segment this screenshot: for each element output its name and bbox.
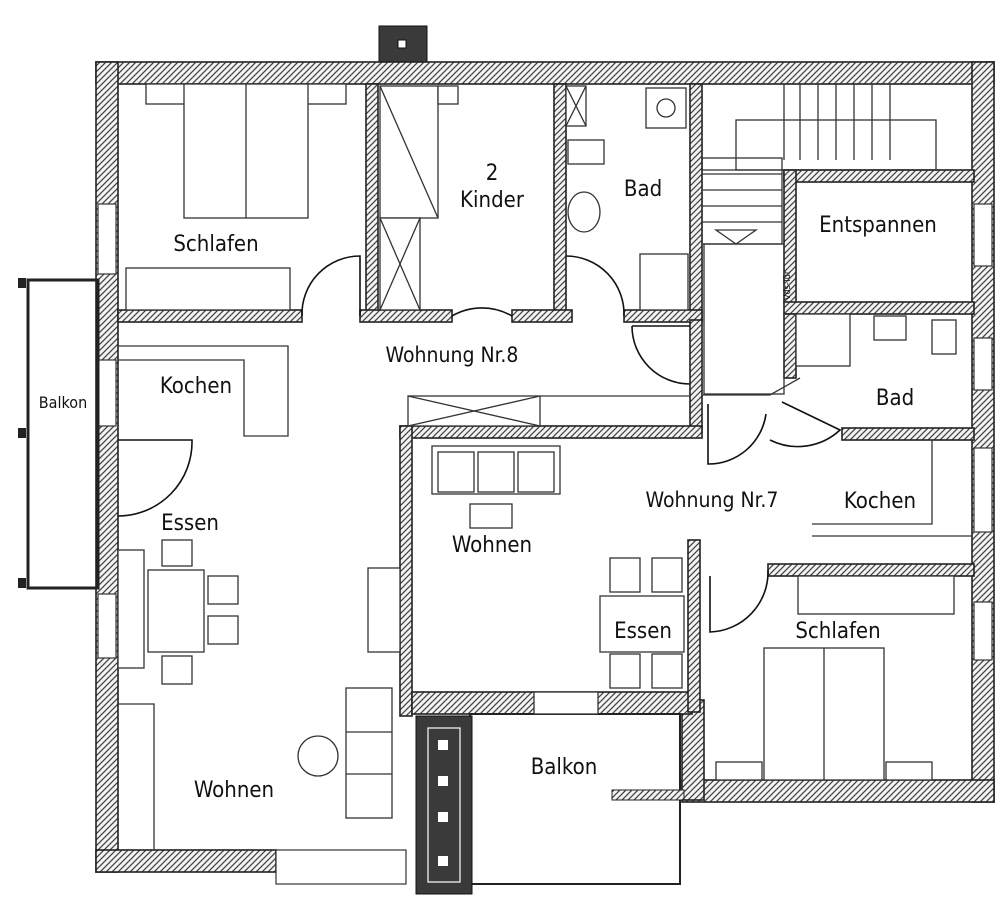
- label-kochen-7: Kochen: [844, 489, 916, 514]
- label-kinder-number: 2: [486, 161, 499, 186]
- furniture-schlafen-7: [715, 575, 955, 781]
- label-wohnen-7: Wohnen: [452, 533, 532, 558]
- windows: [97, 203, 993, 885]
- furniture-kochen-7: [812, 440, 972, 537]
- balkon-bottom: [415, 713, 685, 895]
- label-kochen-8: Kochen: [160, 374, 232, 399]
- furniture-schlafen-8: [125, 83, 347, 311]
- label-bad-7: Bad: [876, 386, 914, 411]
- label-wohnung-7: Wohnung Nr.7: [646, 488, 779, 512]
- furniture-flur-8: [407, 395, 690, 427]
- label-wohnen-8: Wohnen: [194, 778, 274, 803]
- furniture-kochen-8: [118, 345, 289, 437]
- furniture-bad-8: [565, 85, 689, 311]
- label-essen-8: Essen: [161, 511, 219, 536]
- label-schlafen-8: Schlafen: [173, 232, 258, 257]
- label-essen-7: Essen: [614, 619, 672, 644]
- label-stair-note: Vds-Tür: [783, 270, 793, 300]
- label-balkon-bottom: Balkon: [531, 755, 598, 780]
- label-bad-8: Bad: [624, 177, 662, 202]
- label-entspannen: Entspannen: [819, 213, 937, 238]
- furniture-bad-7: [702, 313, 957, 396]
- balkon-left: [18, 278, 100, 590]
- room-labels: Schlafen 2 Kinder Bad Entspannen Balkon …: [39, 161, 937, 803]
- doors: [117, 255, 842, 633]
- furniture-wohnen-7: [431, 445, 561, 529]
- staircase: [701, 83, 973, 395]
- furniture-kinder: [379, 85, 459, 311]
- furniture-wohnen-8: [118, 567, 401, 850]
- furniture-essen-8: [117, 539, 239, 685]
- furniture-essen-7: [533, 557, 685, 715]
- chimney: [378, 25, 428, 65]
- label-kinder: Kinder: [460, 188, 525, 213]
- label-balkon-left: Balkon: [39, 393, 87, 412]
- label-wohnung-8: Wohnung Nr.8: [386, 343, 519, 367]
- label-schlafen-7: Schlafen: [795, 619, 880, 644]
